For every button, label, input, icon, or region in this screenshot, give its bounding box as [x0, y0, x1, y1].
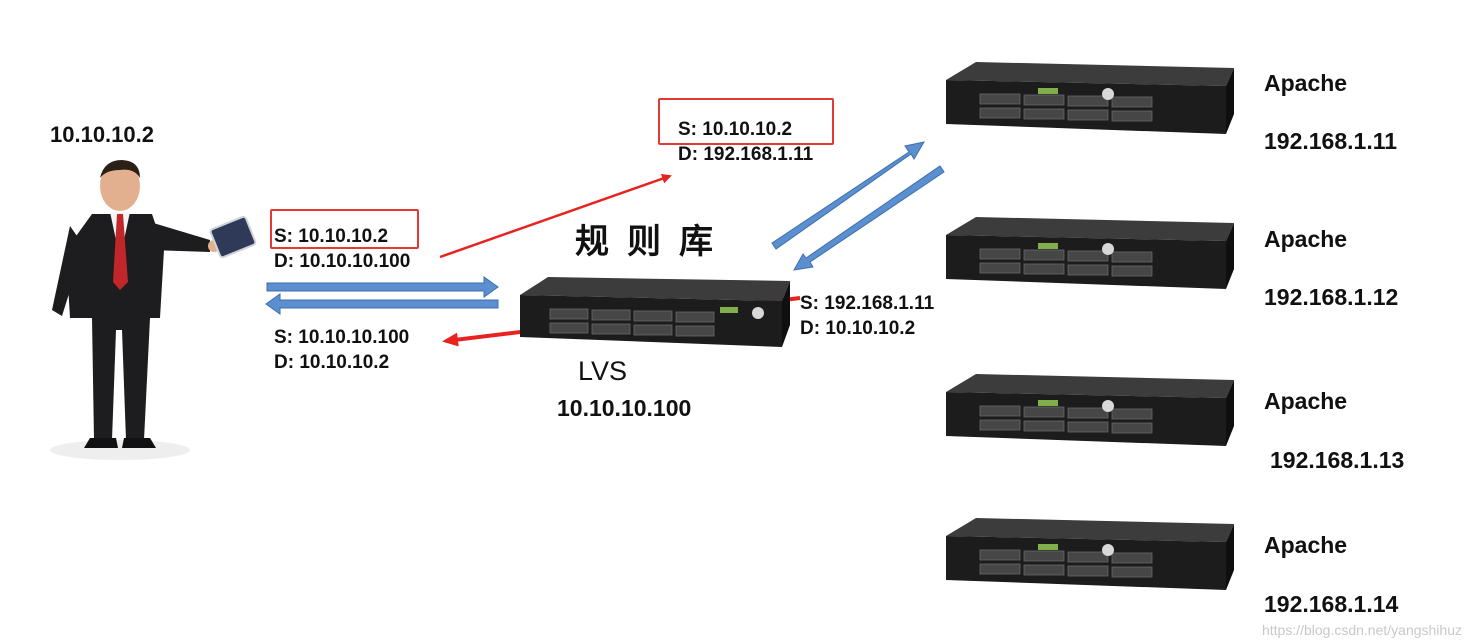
client-person-icon [50, 160, 257, 460]
packet-src: S: 10.10.10.2 [678, 119, 793, 140]
rule-base-label: 规则库 [575, 222, 731, 262]
watermark: https://blog.csdn.net/yangshihuz [1261, 622, 1462, 638]
lvs-ip: 10.10.10.100 [557, 395, 692, 421]
real-server-icon-2 [946, 217, 1234, 289]
real-server-name-3: Apache [1264, 388, 1348, 414]
client-ip: 10.10.10.2 [50, 122, 154, 147]
lvs-server-icon [520, 277, 790, 347]
real-server-name-1: Apache [1264, 70, 1348, 96]
packet-forwarded-to-real: S: 10.10.10.2 D: 192.168.1.11 [678, 117, 813, 167]
real-server-ip-2: 192.168.1.12 [1264, 284, 1399, 310]
packet-dst: D: 10.10.10.2 [800, 318, 916, 339]
packet-src: S: 10.10.10.100 [274, 327, 410, 348]
real-server-icon-3 [946, 374, 1234, 446]
real-server-ip-1: 192.168.1.11 [1264, 128, 1398, 154]
packet-dst: D: 192.168.1.11 [678, 144, 814, 165]
highlight-box-request-src [270, 209, 419, 249]
blue-arrow-client-to-lvs [266, 276, 499, 298]
red-arrow-forward [439, 173, 672, 259]
real-server-icon-4 [946, 518, 1234, 590]
blue-arrow-lvs-to-client [265, 293, 499, 315]
blue-arrow-lvs-to-real [771, 141, 926, 250]
packet-src: S: 10.10.10.2 [274, 226, 389, 247]
real-server-name-4: Apache [1264, 532, 1348, 558]
real-server-ip-4: 192.168.1.14 [1264, 591, 1399, 617]
packet-dst: D: 10.10.10.100 [274, 251, 411, 272]
real-server-name-2: Apache [1264, 226, 1348, 252]
lvs-name: LVS [578, 356, 628, 386]
packet-reply-from-real: S: 192.168.1.11 D: 10.10.10.2 [800, 291, 934, 341]
blue-arrow-real-to-lvs [793, 165, 945, 271]
highlight-box-forward-src [658, 98, 834, 145]
packet-reply-to-client: S: 10.10.10.100 D: 10.10.10.2 [274, 325, 409, 375]
packet-dst: D: 10.10.10.2 [274, 352, 390, 373]
packet-src: S: 192.168.1.11 [800, 293, 935, 314]
real-server-ip-3: 192.168.1.13 [1270, 447, 1405, 473]
packet-request-to-lvs: S: 10.10.10.2 D: 10.10.10.100 [274, 224, 410, 274]
real-server-icon-1 [946, 62, 1234, 134]
